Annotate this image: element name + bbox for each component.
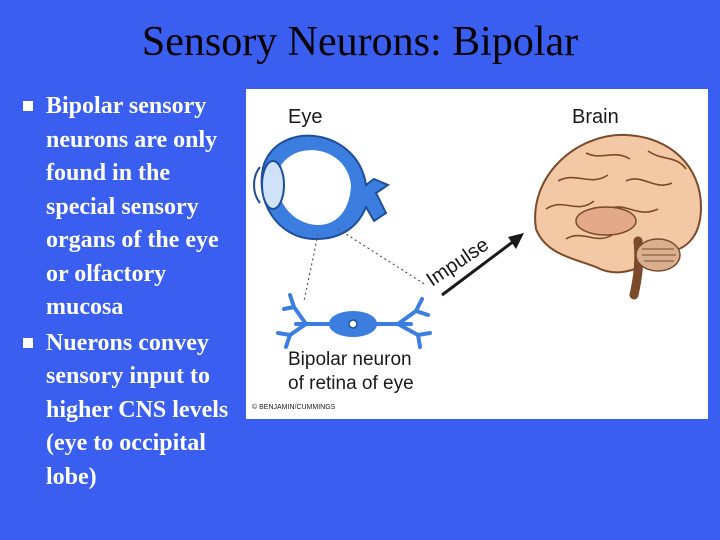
bullet-item: Nuerons convey sensory input to higher C…	[20, 327, 245, 495]
bullet-item: Bipolar sensory neurons are only found i…	[20, 90, 245, 325]
arrow-icon	[441, 233, 524, 297]
brain-label: Brain	[572, 106, 619, 128]
bipolar-neuron-figure: Eye Bipolar neuron of retina of eye Impu…	[246, 89, 708, 419]
credit-text: © BENJAMIN/CUMMINGS	[252, 403, 336, 411]
eye-illustration	[253, 134, 391, 241]
bullet-text: Bipolar sensory neurons are only found i…	[46, 93, 219, 320]
connector-line	[337, 228, 427, 286]
neuron-label-line2: of retina of eye	[288, 373, 414, 394]
figure-illustration: Eye Bipolar neuron of retina of eye Impu…	[252, 106, 703, 411]
connector-line	[303, 233, 319, 302]
brain-illustration	[534, 133, 703, 300]
slide-title: Sensory Neurons: Bipolar	[141, 19, 579, 65]
square-bullet-icon	[23, 101, 33, 111]
bipolar-neuron-illustration	[276, 293, 432, 349]
square-bullet-icon	[23, 337, 33, 348]
neuron-label-line1: Bipolar neuron	[288, 349, 412, 370]
bullet-text: Nuerons convey sensory input to higher C…	[46, 329, 229, 490]
bullet-list: Bipolar sensory neurons are only found i…	[20, 90, 245, 494]
eye-label: Eye	[288, 106, 322, 128]
